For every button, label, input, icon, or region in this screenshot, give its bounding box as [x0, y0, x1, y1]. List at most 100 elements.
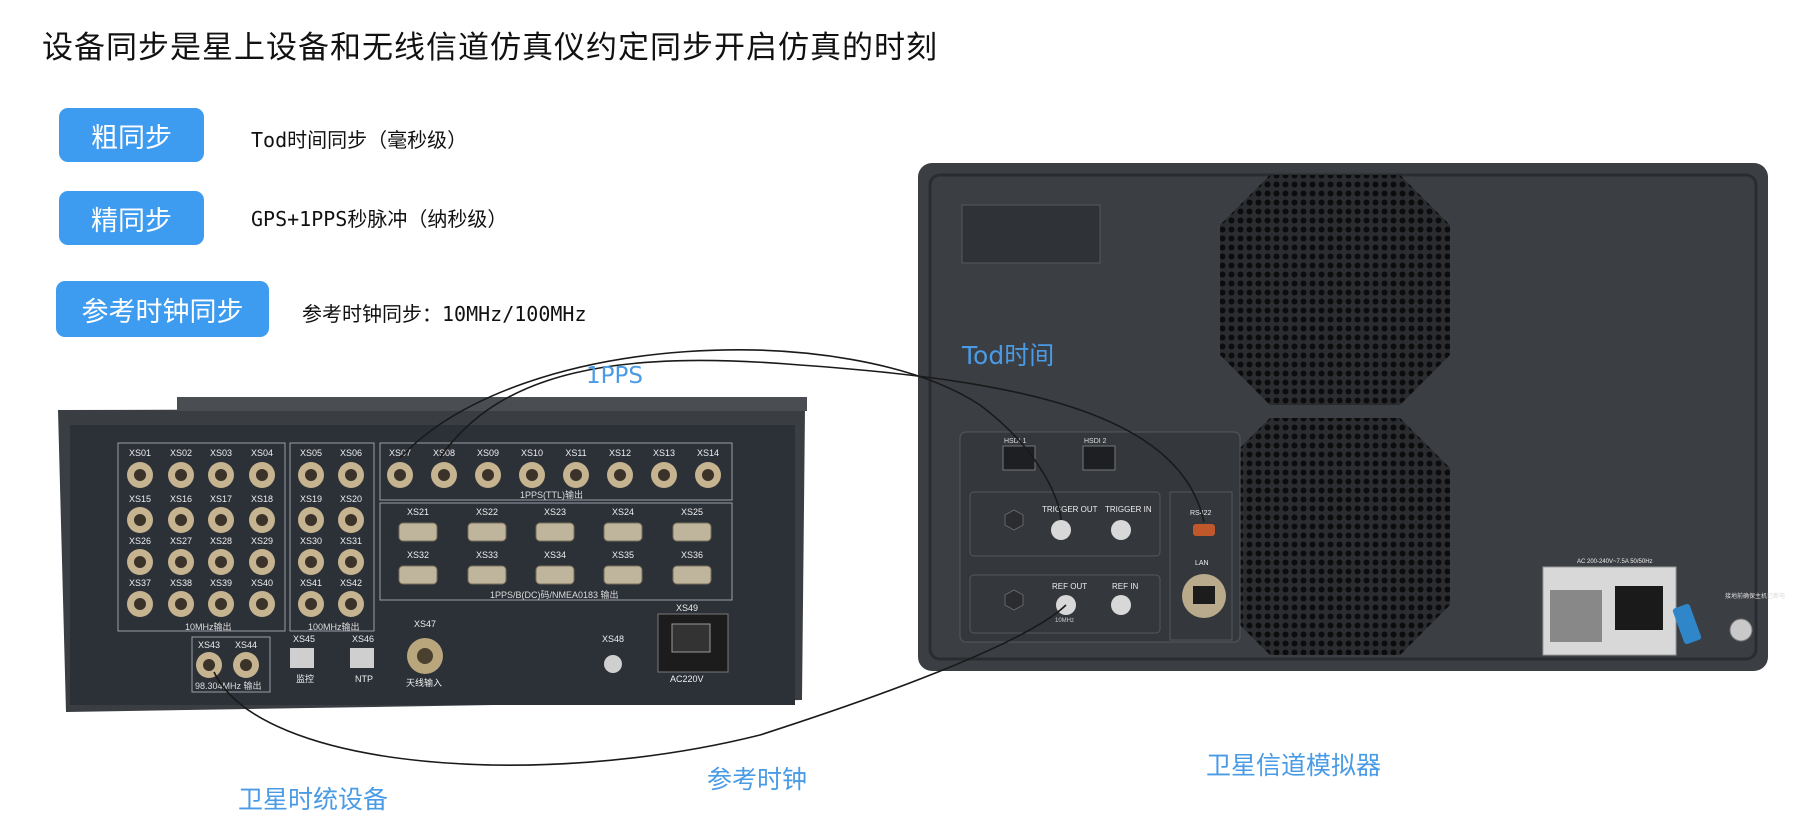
monitor-port[interactable] [290, 648, 314, 668]
xs10-label: XS10 [521, 448, 543, 458]
power-inlet[interactable] [1615, 586, 1663, 630]
XS23-port[interactable] [535, 522, 575, 542]
pps-cable [399, 349, 1062, 521]
XS11-port[interactable] [563, 462, 589, 488]
XS08-port[interactable] [431, 462, 457, 488]
xs02-label: XS02 [170, 448, 192, 458]
xs29-label: XS29 [251, 536, 273, 546]
xs43-label: XS43 [198, 640, 220, 650]
xs49-label: XS49 [676, 603, 698, 613]
hsdi2-label: HSDI 2 [1084, 438, 1107, 445]
trigger-out-port[interactable] [1051, 520, 1071, 540]
ref-out-10mhz: 10MHz [1055, 618, 1074, 624]
rs422-port[interactable] [1193, 524, 1215, 536]
tag-coarse-sync: 粗同步 [59, 108, 204, 162]
XS18-port[interactable] [249, 507, 275, 533]
xs36-label: XS36 [681, 550, 703, 560]
xs14-label: XS14 [697, 448, 719, 458]
group-a-caption: 10MHz输出 [185, 621, 232, 632]
XS36-port[interactable] [672, 565, 712, 585]
xs24-label: XS24 [612, 507, 634, 517]
XS20-port[interactable] [338, 507, 364, 533]
xs38-label: XS38 [170, 578, 192, 588]
db9-caption: 1PPS/B(DC)码/NMEA0183 输出 [490, 589, 619, 600]
XS33-port[interactable] [467, 565, 507, 585]
XS19-port[interactable] [298, 507, 324, 533]
lan-port[interactable] [1193, 586, 1215, 604]
xs39-label: XS39 [210, 578, 232, 588]
XS29-port[interactable] [249, 549, 275, 575]
XS14-port[interactable] [695, 462, 721, 488]
XS35-port[interactable] [603, 565, 643, 585]
xs12-label: XS12 [609, 448, 631, 458]
ground-terminal[interactable] [1729, 618, 1753, 642]
XS04-port[interactable] [249, 462, 275, 488]
XS38-port[interactable] [168, 591, 194, 617]
tod-cable [439, 359, 1205, 523]
xs45-caption: 监控 [296, 673, 314, 684]
XS07-port[interactable] [387, 462, 413, 488]
hsdi1-label: HSDI 1 [1004, 438, 1027, 445]
ref-out-label: REF OUT [1052, 582, 1087, 591]
XS06-port[interactable] [338, 462, 364, 488]
XS03-port[interactable] [208, 462, 234, 488]
xs09-label: XS09 [477, 448, 499, 458]
XS39-port[interactable] [208, 591, 234, 617]
XS31-port[interactable] [338, 549, 364, 575]
XS09-port[interactable] [475, 462, 501, 488]
lan-label: LAN [1195, 560, 1209, 567]
xs45-label: XS45 [293, 634, 315, 644]
XS02-port[interactable] [168, 462, 194, 488]
XS27-port[interactable] [168, 549, 194, 575]
XS26-port[interactable] [127, 549, 153, 575]
xs48-terminal[interactable] [604, 655, 622, 673]
xs48-label: XS48 [602, 634, 624, 644]
XS15-port[interactable] [127, 507, 153, 533]
xs17-label: XS17 [210, 494, 232, 504]
XS43-port[interactable] [196, 652, 222, 678]
xs03-label: XS03 [210, 448, 232, 458]
channel-simulator-device: HSDI 1 HSDI 2 TRIGGER OUT TRIGGER IN REF… [918, 163, 1785, 671]
XS21-port[interactable] [398, 522, 438, 542]
xs42-label: XS42 [340, 578, 362, 588]
XS30-port[interactable] [298, 549, 324, 575]
ground-label: 接地前确保主机已断电 [1725, 592, 1785, 600]
XS32-port[interactable] [398, 565, 438, 585]
xs01-label: XS01 [129, 448, 151, 458]
XS42-port[interactable] [338, 591, 364, 617]
XS01-port[interactable] [127, 462, 153, 488]
XS13-port[interactable] [651, 462, 677, 488]
XS34-port[interactable] [535, 565, 575, 585]
XS40-port[interactable] [249, 591, 275, 617]
XS10-port[interactable] [519, 462, 545, 488]
XS28-port[interactable] [208, 549, 234, 575]
group-b-caption: 100MHz输出 [308, 621, 360, 632]
XS25-port[interactable] [672, 522, 712, 542]
pps-connection-label: 1PPS [586, 363, 643, 389]
XS12-port[interactable] [607, 462, 633, 488]
xs33-label: XS33 [476, 550, 498, 560]
trigger-out-label: TRIGGER OUT [1042, 505, 1098, 514]
xs27-label: XS27 [170, 536, 192, 546]
XS41-port[interactable] [298, 591, 324, 617]
ac-power-inlet[interactable] [671, 623, 711, 653]
xs32-label: XS32 [407, 550, 429, 560]
xs31-label: XS31 [340, 536, 362, 546]
ref-in-port[interactable] [1111, 595, 1131, 615]
tag-ref-clock-sync: 参考时钟同步 [56, 281, 269, 337]
xs15-label: XS15 [129, 494, 151, 504]
XS44-port[interactable] [233, 652, 259, 678]
xs44-label: XS44 [235, 640, 257, 650]
XS37-port[interactable] [127, 591, 153, 617]
XS16-port[interactable] [168, 507, 194, 533]
trigger-in-port[interactable] [1111, 520, 1131, 540]
ref-clock-connection-label: 参考时钟 [707, 765, 808, 794]
xs11-label: XS11 [565, 448, 586, 458]
XS22-port[interactable] [467, 522, 507, 542]
XS24-port[interactable] [603, 522, 643, 542]
ntp-port[interactable] [350, 648, 374, 668]
ref-in-label: REF IN [1112, 582, 1138, 591]
XS05-port[interactable] [298, 462, 324, 488]
XS17-port[interactable] [208, 507, 234, 533]
